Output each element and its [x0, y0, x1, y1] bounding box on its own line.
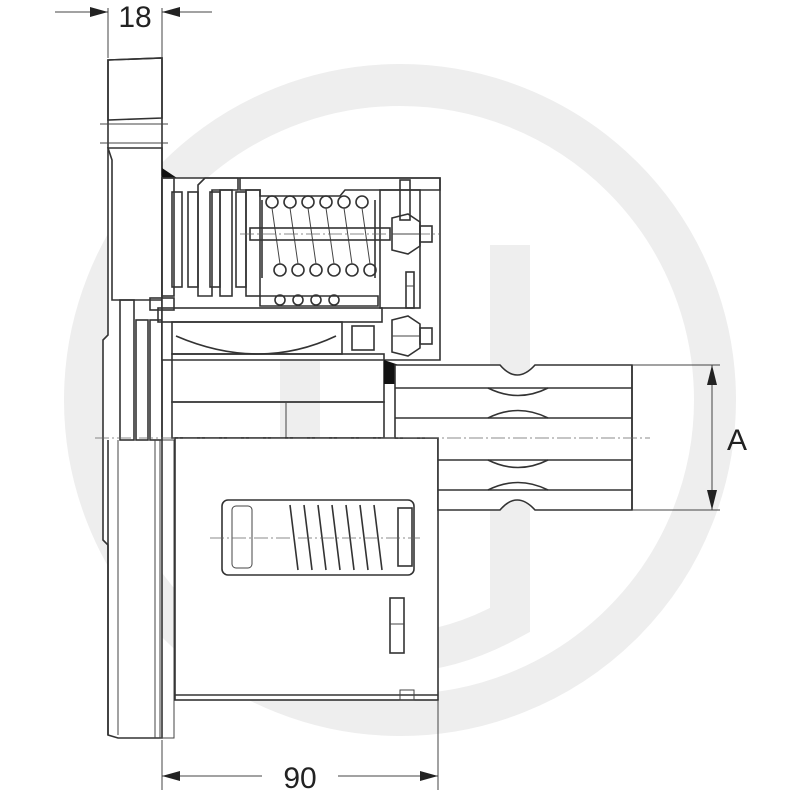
clutch-housing — [149, 177, 441, 361]
dimension-top: 18 — [55, 1, 212, 58]
splined-shaft — [394, 364, 633, 511]
flange — [100, 57, 180, 739]
upper-bolt — [240, 213, 440, 255]
dimension-right-label: A — [727, 424, 747, 457]
dimension-bottom-label: 90 — [283, 762, 316, 795]
dimension-right: A — [632, 364, 747, 511]
dimension-top-label: 18 — [118, 1, 151, 34]
clutch-spring — [261, 195, 377, 278]
dimension-bottom: 90 — [161, 700, 439, 795]
detent-spring — [210, 499, 420, 576]
lower-bolt — [351, 315, 433, 357]
lower-housing — [174, 437, 439, 701]
